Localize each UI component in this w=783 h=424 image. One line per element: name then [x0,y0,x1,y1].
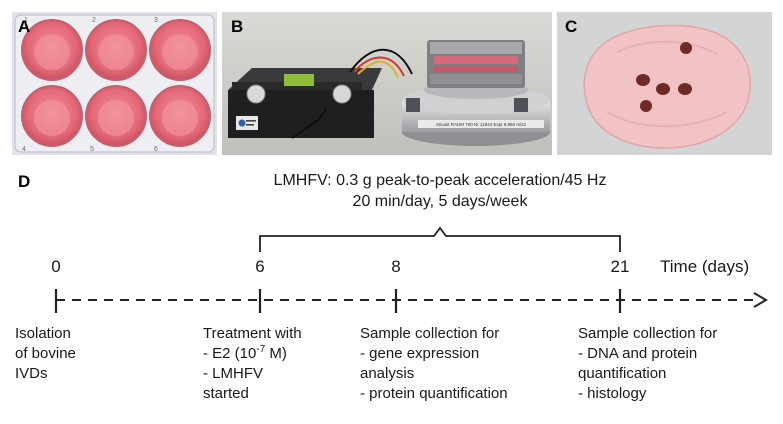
well-number-5: 5 [90,146,94,153]
event-6-e2-line: - E2 (10-7 M) [203,344,287,363]
punch-holes [636,42,692,112]
panel-d-label: D [18,172,31,191]
event-0-line-2: of bovine [15,345,76,362]
six-well-plate-image: 1 2 3 4 5 6 [12,12,217,155]
axis-label: Time (days) [660,257,750,276]
event-8-line-1: Sample collection for [360,325,500,342]
day-label-21: 21 [610,257,630,276]
device-plate-text: Sinusit RAHM 700 Nr 11844 Expt 9.860 m/s… [436,122,526,127]
well-number-4: 4 [22,146,26,153]
lcd-display [284,74,314,86]
event-6-line-3: - LMHFV [203,365,263,382]
well-number-2: 2 [92,17,96,24]
knob-right [332,84,352,104]
stimulation-line-1: LMHFV: 0.3 g peak-to-peak acceleration/4… [273,172,607,189]
stimulation-line-2: 20 min/day, 5 days/week [352,193,528,210]
e2-exponent: -7 [256,344,266,355]
event-21-line-4: - histology [578,385,647,402]
event-6-line-4: started [203,385,249,402]
event-8-line-3: analysis [360,365,415,382]
e2-suffix: M) [265,345,287,362]
panel-b-label: B [231,17,244,36]
stimulation-bracket [259,226,621,252]
well-number-3: 3 [154,17,158,24]
ivd-tissue-image [557,12,772,155]
wells [21,19,211,147]
event-21-line-3: quantification [578,365,667,382]
panel-a-photo: 1 2 3 4 5 6 A [12,12,217,155]
event-21-line-1: Sample collection for [578,325,718,342]
controller-box [228,68,382,138]
timeline-arrowhead [753,292,768,308]
panel-a-label: A [18,17,31,36]
e2-prefix: - E2 (10 [203,345,257,362]
well-number-1: 1 [24,17,28,24]
panel-b-photo: Sinusit RAHM 700 Nr 11844 Expt 9.860 m/s… [222,12,552,155]
day-label-8: 8 [391,257,401,276]
day-label-0: 0 [51,257,61,276]
knob-left [246,84,266,104]
event-6-heading: Treatment with [203,325,302,342]
panel-c-photo: C [557,12,772,155]
vibration-device-image: Sinusit RAHM 700 Nr 11844 Expt 9.860 m/s… [222,12,552,155]
event-21-line-2: - DNA and protein [578,345,698,362]
event-8-line-4: - protein quantification [360,385,508,402]
panel-c-label: C [565,17,578,36]
well-number-6: 6 [154,146,158,153]
vibration-platform: Sinusit RAHM 700 Nr 11844 Expt 9.860 m/s… [402,40,550,146]
event-0-line-1: Isolation [15,325,71,342]
event-8-line-2: - gene expression [360,345,480,362]
event-0-line-3: IVDs [15,365,48,382]
day-label-6: 6 [255,257,265,276]
